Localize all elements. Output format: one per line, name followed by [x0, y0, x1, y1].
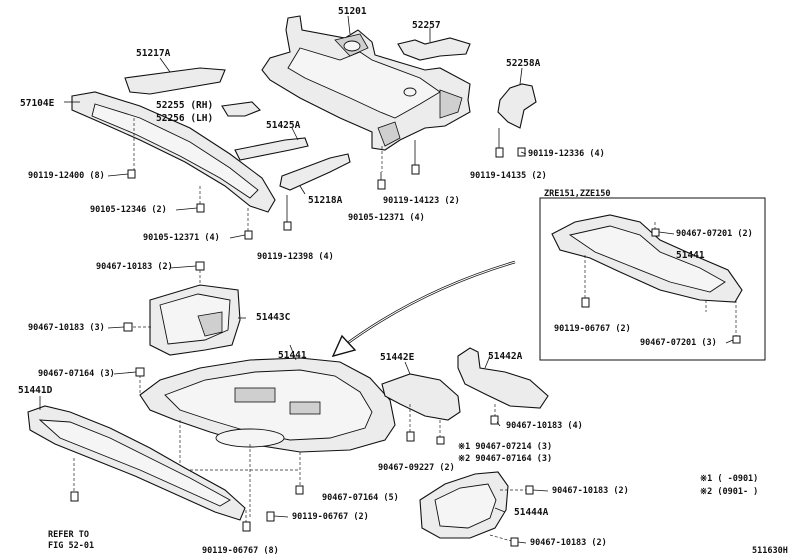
refer-line-1: REFER TO [48, 530, 89, 540]
label-90467-10183-4: 90467-10183 (4) [506, 421, 583, 431]
label-52255: 52255 (RH) [156, 100, 213, 111]
label-90467-07164-3: 90467-07164 (3) [38, 369, 115, 379]
label-52256: 52256 (LH) [156, 113, 213, 124]
figure-code: 511630H [752, 546, 788, 556]
brace-51425A [234, 127, 309, 161]
cover-51442E [381, 361, 461, 445]
labels: 51201 52257 51217A 52258A 57104E 52255 (… [18, 6, 788, 556]
label-90467-07214: ※1 90467-07214 (3) [458, 442, 552, 452]
label-51444A: 51444A [514, 507, 549, 518]
refer-line-2: FIG 52-01 [48, 541, 94, 551]
label-51441: 51441 [278, 350, 307, 361]
label-51425A: 51425A [266, 120, 301, 131]
inset-box [539, 197, 766, 361]
label-51218A: 51218A [308, 195, 343, 206]
label-90119-06767-8: 90119-06767 (8) [202, 546, 279, 556]
label-90467-07164-5: 90467-07164 (5) [322, 493, 399, 503]
inset-title: ZRE151,ZZE150 [544, 189, 611, 199]
spoiler-51441D [27, 396, 251, 532]
bracket-52257 [397, 28, 471, 61]
label-90467-10183-2b: 90467-10183 (2) [552, 486, 629, 496]
label-90119-12400: 90119-12400 (8) [28, 171, 105, 181]
label-90119-12336: 90119-12336 (4) [528, 149, 605, 159]
note-2: ※2 (0901- ) [700, 487, 758, 497]
label-51443C: 51443C [256, 312, 291, 323]
cover-51443C [123, 261, 241, 356]
label-90105-12346: 90105-12346 (2) [90, 205, 167, 215]
label-90467-07164-3b: ※2 90467-07164 (3) [458, 454, 552, 464]
label-90119-14123: 90119-14123 (2) [383, 196, 460, 206]
label-51442A: 51442A [488, 351, 523, 362]
label-51217A: 51217A [136, 48, 171, 59]
leader-lines [107, 15, 734, 544]
brace-51218A [279, 153, 351, 195]
undercover-51441 [135, 344, 396, 522]
cover-51442A [457, 347, 549, 425]
crossmember-51201 [261, 15, 471, 172]
note-1: ※1 ( -0901) [700, 474, 758, 484]
bracket-52255 [221, 101, 261, 117]
cover-51444A [419, 471, 534, 547]
rail-57104E [64, 91, 276, 232]
inset-label-90119-06767: 90119-06767 (2) [554, 324, 631, 334]
label-57104E: 57104E [20, 98, 55, 109]
label-90119-14135: 90119-14135 (2) [470, 171, 547, 181]
label-90467-09227: 90467-09227 (2) [378, 463, 455, 473]
label-90467-10183-2: 90467-10183 (2) [96, 262, 173, 272]
label-52257: 52257 [412, 20, 441, 31]
label-90105-12371-left: 90105-12371 (4) [143, 233, 220, 243]
label-90119-12398: 90119-12398 (4) [257, 252, 334, 262]
inset-label-90467-07201-2: 90467-07201 (2) [676, 229, 753, 239]
label-51201: 51201 [338, 6, 367, 17]
label-52258A: 52258A [506, 58, 541, 69]
label-90467-10183-2c: 90467-10183 (2) [530, 538, 607, 548]
label-90467-10183-3: 90467-10183 (3) [28, 323, 105, 333]
label-51441D: 51441D [18, 385, 53, 396]
inset-label-51441: 51441 [676, 250, 705, 261]
bracket-52258A [497, 67, 537, 129]
inset-label-90467-07201-3: 90467-07201 (3) [640, 338, 717, 348]
label-90105-12371-right: 90105-12371 (4) [348, 213, 425, 223]
label-90119-06767-2: 90119-06767 (2) [292, 512, 369, 522]
direction-arrow [331, 260, 516, 358]
cover-51217A [124, 57, 226, 95]
label-51442E: 51442E [380, 352, 415, 363]
